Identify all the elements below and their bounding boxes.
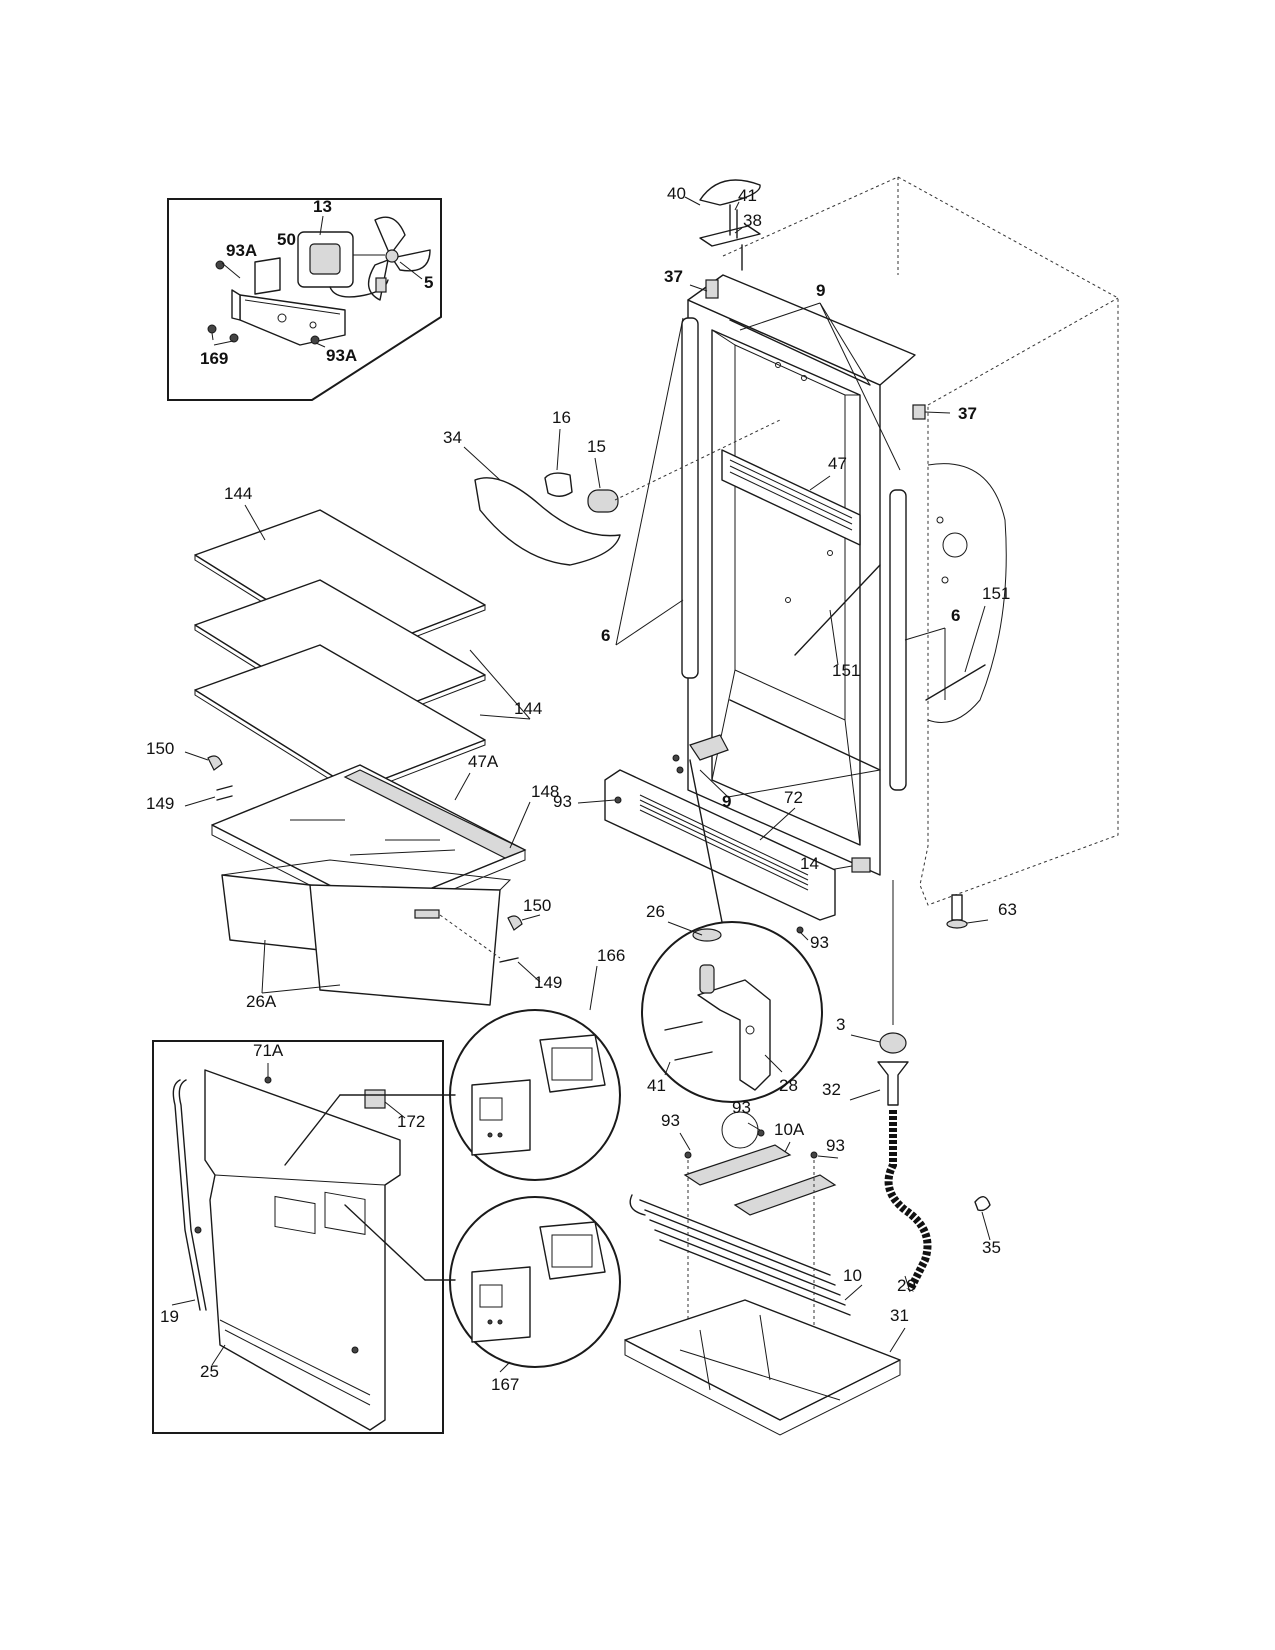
callout-c9b: 9 (722, 792, 731, 811)
callout-c14: 14 (800, 854, 819, 873)
callout-c16: 16 (552, 408, 571, 427)
callout-c172: 172 (397, 1112, 425, 1131)
callout-c72: 72 (784, 788, 803, 807)
callout-c25: 25 (200, 1362, 219, 1381)
callout-c93c: 93 (661, 1111, 680, 1130)
drain-trough-parts (463, 419, 781, 566)
callout-c50: 50 (277, 230, 296, 249)
callout-c151b: 151 (832, 661, 860, 680)
callout-c167: 167 (491, 1375, 519, 1394)
callout-c19: 19 (160, 1307, 179, 1326)
callout-c6a: 6 (601, 626, 610, 645)
callout-c93Aa: 93A (226, 241, 257, 260)
control-detail-166 (449, 965, 621, 1181)
callout-c10: 10 (843, 1266, 862, 1285)
crisper-assembly (184, 751, 541, 1006)
toe-grille (577, 769, 836, 941)
callout-c40: 40 (667, 184, 686, 203)
callout-c10A: 10A (774, 1120, 805, 1139)
callout-c41a: 41 (738, 186, 757, 205)
callout-c13: 13 (313, 197, 332, 216)
callout-c63: 63 (998, 900, 1017, 919)
callout-labels: 40 41 38 37 9 37 13 50 93A 5 169 93A 16 15 34 47 144 144 6… (146, 184, 1017, 1394)
callout-c31: 31 (890, 1306, 909, 1325)
callout-c26: 26 (646, 902, 665, 921)
evaporator-and-pan (624, 1111, 906, 1436)
callout-c148: 148 (531, 782, 559, 801)
callout-c93Ab: 93A (326, 346, 357, 365)
control-panel-inset (152, 1040, 456, 1434)
callout-c34: 34 (443, 428, 462, 447)
shelves (194, 504, 531, 796)
callout-c28: 28 (779, 1076, 798, 1095)
hinge-detail-circle (641, 759, 823, 1103)
callout-c151a: 151 (982, 584, 1010, 603)
callout-c37a: 37 (664, 267, 683, 286)
callout-c6b: 6 (951, 606, 960, 625)
callout-c93b: 93 (810, 933, 829, 952)
callout-c41b: 41 (647, 1076, 666, 1095)
callout-c37b: 37 (958, 404, 977, 423)
callout-c93a: 93 (553, 792, 572, 811)
callout-c93e: 93 (826, 1136, 845, 1155)
callout-c169: 169 (200, 349, 228, 368)
callout-c15: 15 (587, 437, 606, 456)
callout-c149b: 149 (534, 973, 562, 992)
callout-c166: 166 (597, 946, 625, 965)
callout-c32: 32 (822, 1080, 841, 1099)
callout-c26A: 26A (246, 992, 277, 1011)
callout-c5: 5 (424, 273, 433, 292)
callout-c3: 3 (836, 1015, 845, 1034)
callout-c144a: 144 (224, 484, 252, 503)
callout-c71A: 71A (253, 1041, 284, 1060)
callout-c150a: 150 (146, 739, 174, 758)
cabinet (615, 176, 1119, 1025)
control-detail-167 (449, 1196, 621, 1373)
callout-c150b: 150 (523, 896, 551, 915)
fan-motor-inset (167, 198, 442, 401)
callout-c29: 29 (897, 1276, 916, 1295)
drain-hose-parts (849, 1032, 991, 1293)
callout-c149a: 149 (146, 794, 174, 813)
callout-c47A: 47A (468, 752, 499, 771)
callout-c38: 38 (743, 211, 762, 230)
callout-c144b: 144 (514, 699, 542, 718)
callout-c35: 35 (982, 1238, 1001, 1257)
callout-c93d: 93 (732, 1098, 751, 1117)
callout-c47: 47 (828, 454, 847, 473)
callout-c9a: 9 (816, 281, 825, 300)
